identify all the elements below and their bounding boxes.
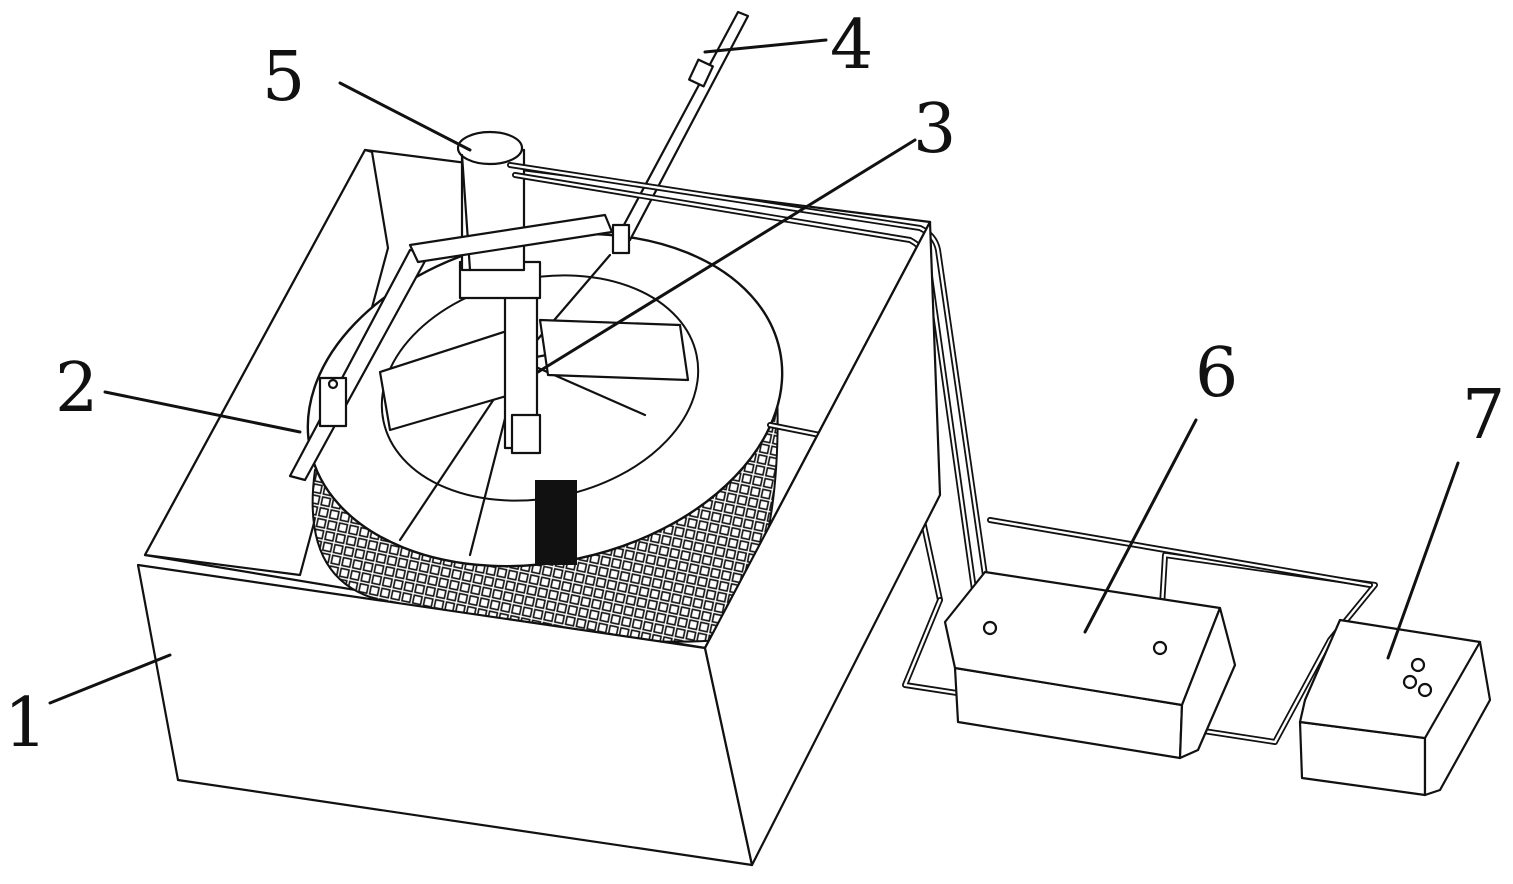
- tank-front: [136, 220, 942, 867]
- callout-2: 2: [55, 349, 99, 428]
- box7-knob-1: [1410, 657, 1426, 673]
- callout-6: 6: [1195, 334, 1239, 413]
- callout-7: 7: [1462, 376, 1506, 455]
- inlet-pipe-nozzle: [611, 223, 631, 255]
- drum-shaft-core: [535, 480, 577, 565]
- inlet-pipe-fitting: [688, 58, 714, 88]
- box6-port-left: [982, 620, 998, 636]
- leader-3: [536, 138, 917, 374]
- callout-1: 1: [4, 684, 48, 763]
- leader-7: [1386, 461, 1460, 660]
- box6-side: [1178, 606, 1237, 760]
- leader-4: [703, 38, 828, 54]
- box7-knob-3: [1417, 682, 1433, 698]
- leader-2: [103, 390, 302, 434]
- leader-6: [1083, 418, 1198, 634]
- inlet-pipe: [611, 10, 750, 255]
- box6-port-right: [1152, 640, 1168, 656]
- leader-5: [338, 81, 472, 152]
- support-frame: [288, 213, 614, 482]
- left-bracket-bolt: [327, 378, 339, 390]
- mesh-drum: [306, 232, 784, 643]
- shaft-clamp: [510, 413, 542, 455]
- callout-3: 3: [913, 90, 957, 169]
- pump-box: [1298, 618, 1492, 797]
- filter-box: [943, 570, 1237, 760]
- leader-1: [48, 653, 172, 705]
- leader-lines: [48, 38, 1460, 705]
- box7-side: [1423, 640, 1492, 797]
- callout-5: 5: [262, 38, 306, 117]
- callout-4: 4: [830, 6, 874, 85]
- box7-knob-2: [1402, 674, 1418, 690]
- tank-front-right-face: [703, 220, 942, 867]
- motor-cap: [456, 130, 524, 166]
- drum-paddle-right: [538, 318, 690, 382]
